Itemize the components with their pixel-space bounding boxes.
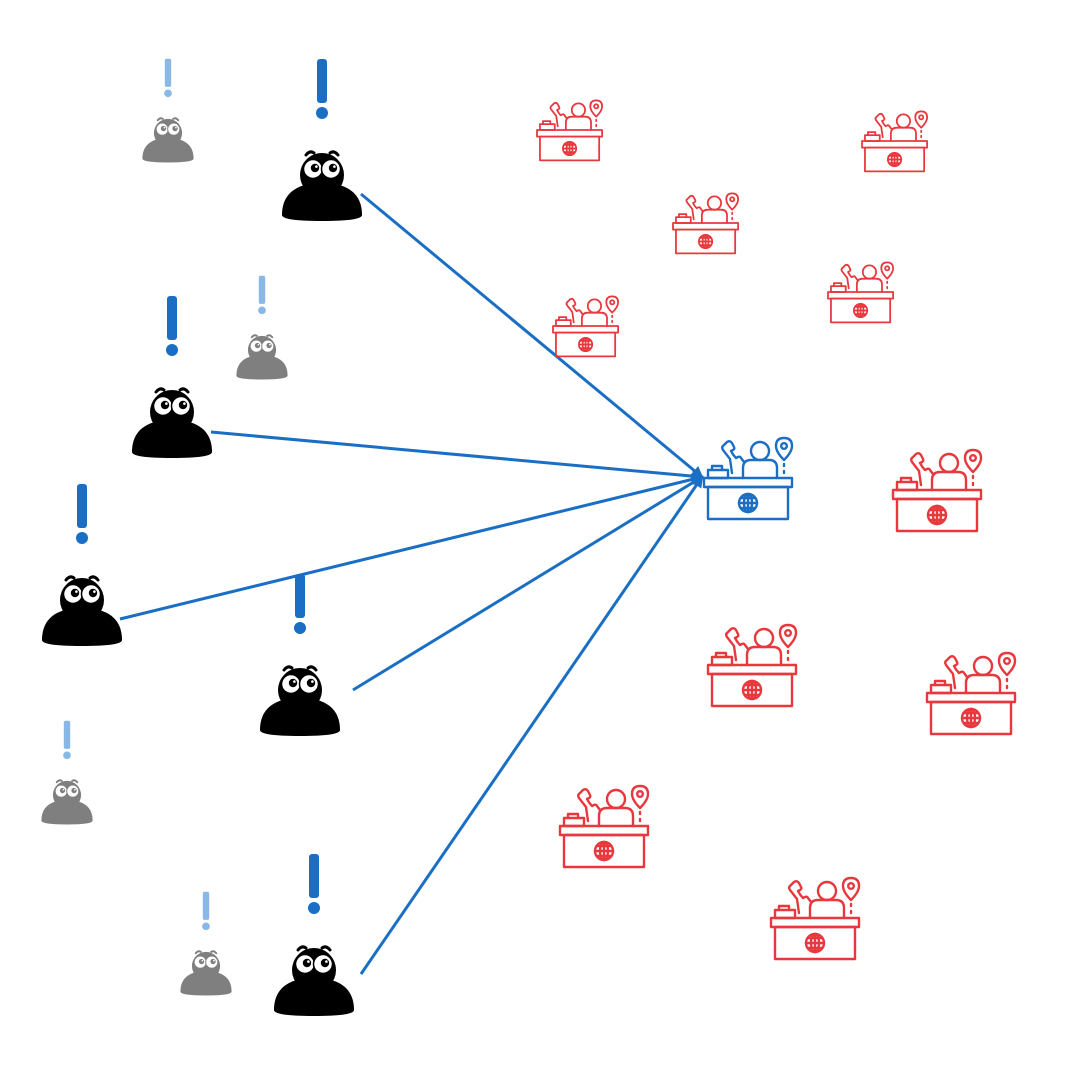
highlighted-help-desk-icon (704, 438, 792, 519)
help-desk-icon (828, 262, 894, 323)
connection-arrow (210, 430, 704, 483)
worried-person-icon (42, 484, 122, 646)
connection-arrow (119, 473, 704, 621)
connection-arrow (360, 192, 704, 479)
worried-person-icon (274, 854, 354, 1016)
help-desk-icon (862, 111, 928, 172)
worried-person-icon (282, 59, 362, 221)
connection-arrow (359, 475, 704, 975)
worried-person-icon (260, 574, 340, 736)
worried-person-icon (132, 296, 212, 458)
people-group (41, 58, 362, 1016)
help-desk-icon (708, 625, 796, 706)
help-desk-icon (537, 100, 603, 161)
connection-arrows (119, 192, 704, 975)
worried-person-icon (41, 720, 93, 825)
help-desk-grid (537, 100, 1015, 959)
worried-person-icon (236, 275, 288, 380)
connection-arrow (352, 475, 704, 692)
worried-person-icon (142, 58, 194, 163)
help-desk-icon (927, 653, 1015, 734)
help-desk-icon (673, 193, 739, 254)
help-desk-icon (553, 296, 619, 357)
help-desk-icon (893, 450, 981, 531)
worried-person-icon (180, 891, 232, 996)
help-desk-icon (771, 878, 859, 959)
help-desk-icon (560, 786, 648, 867)
